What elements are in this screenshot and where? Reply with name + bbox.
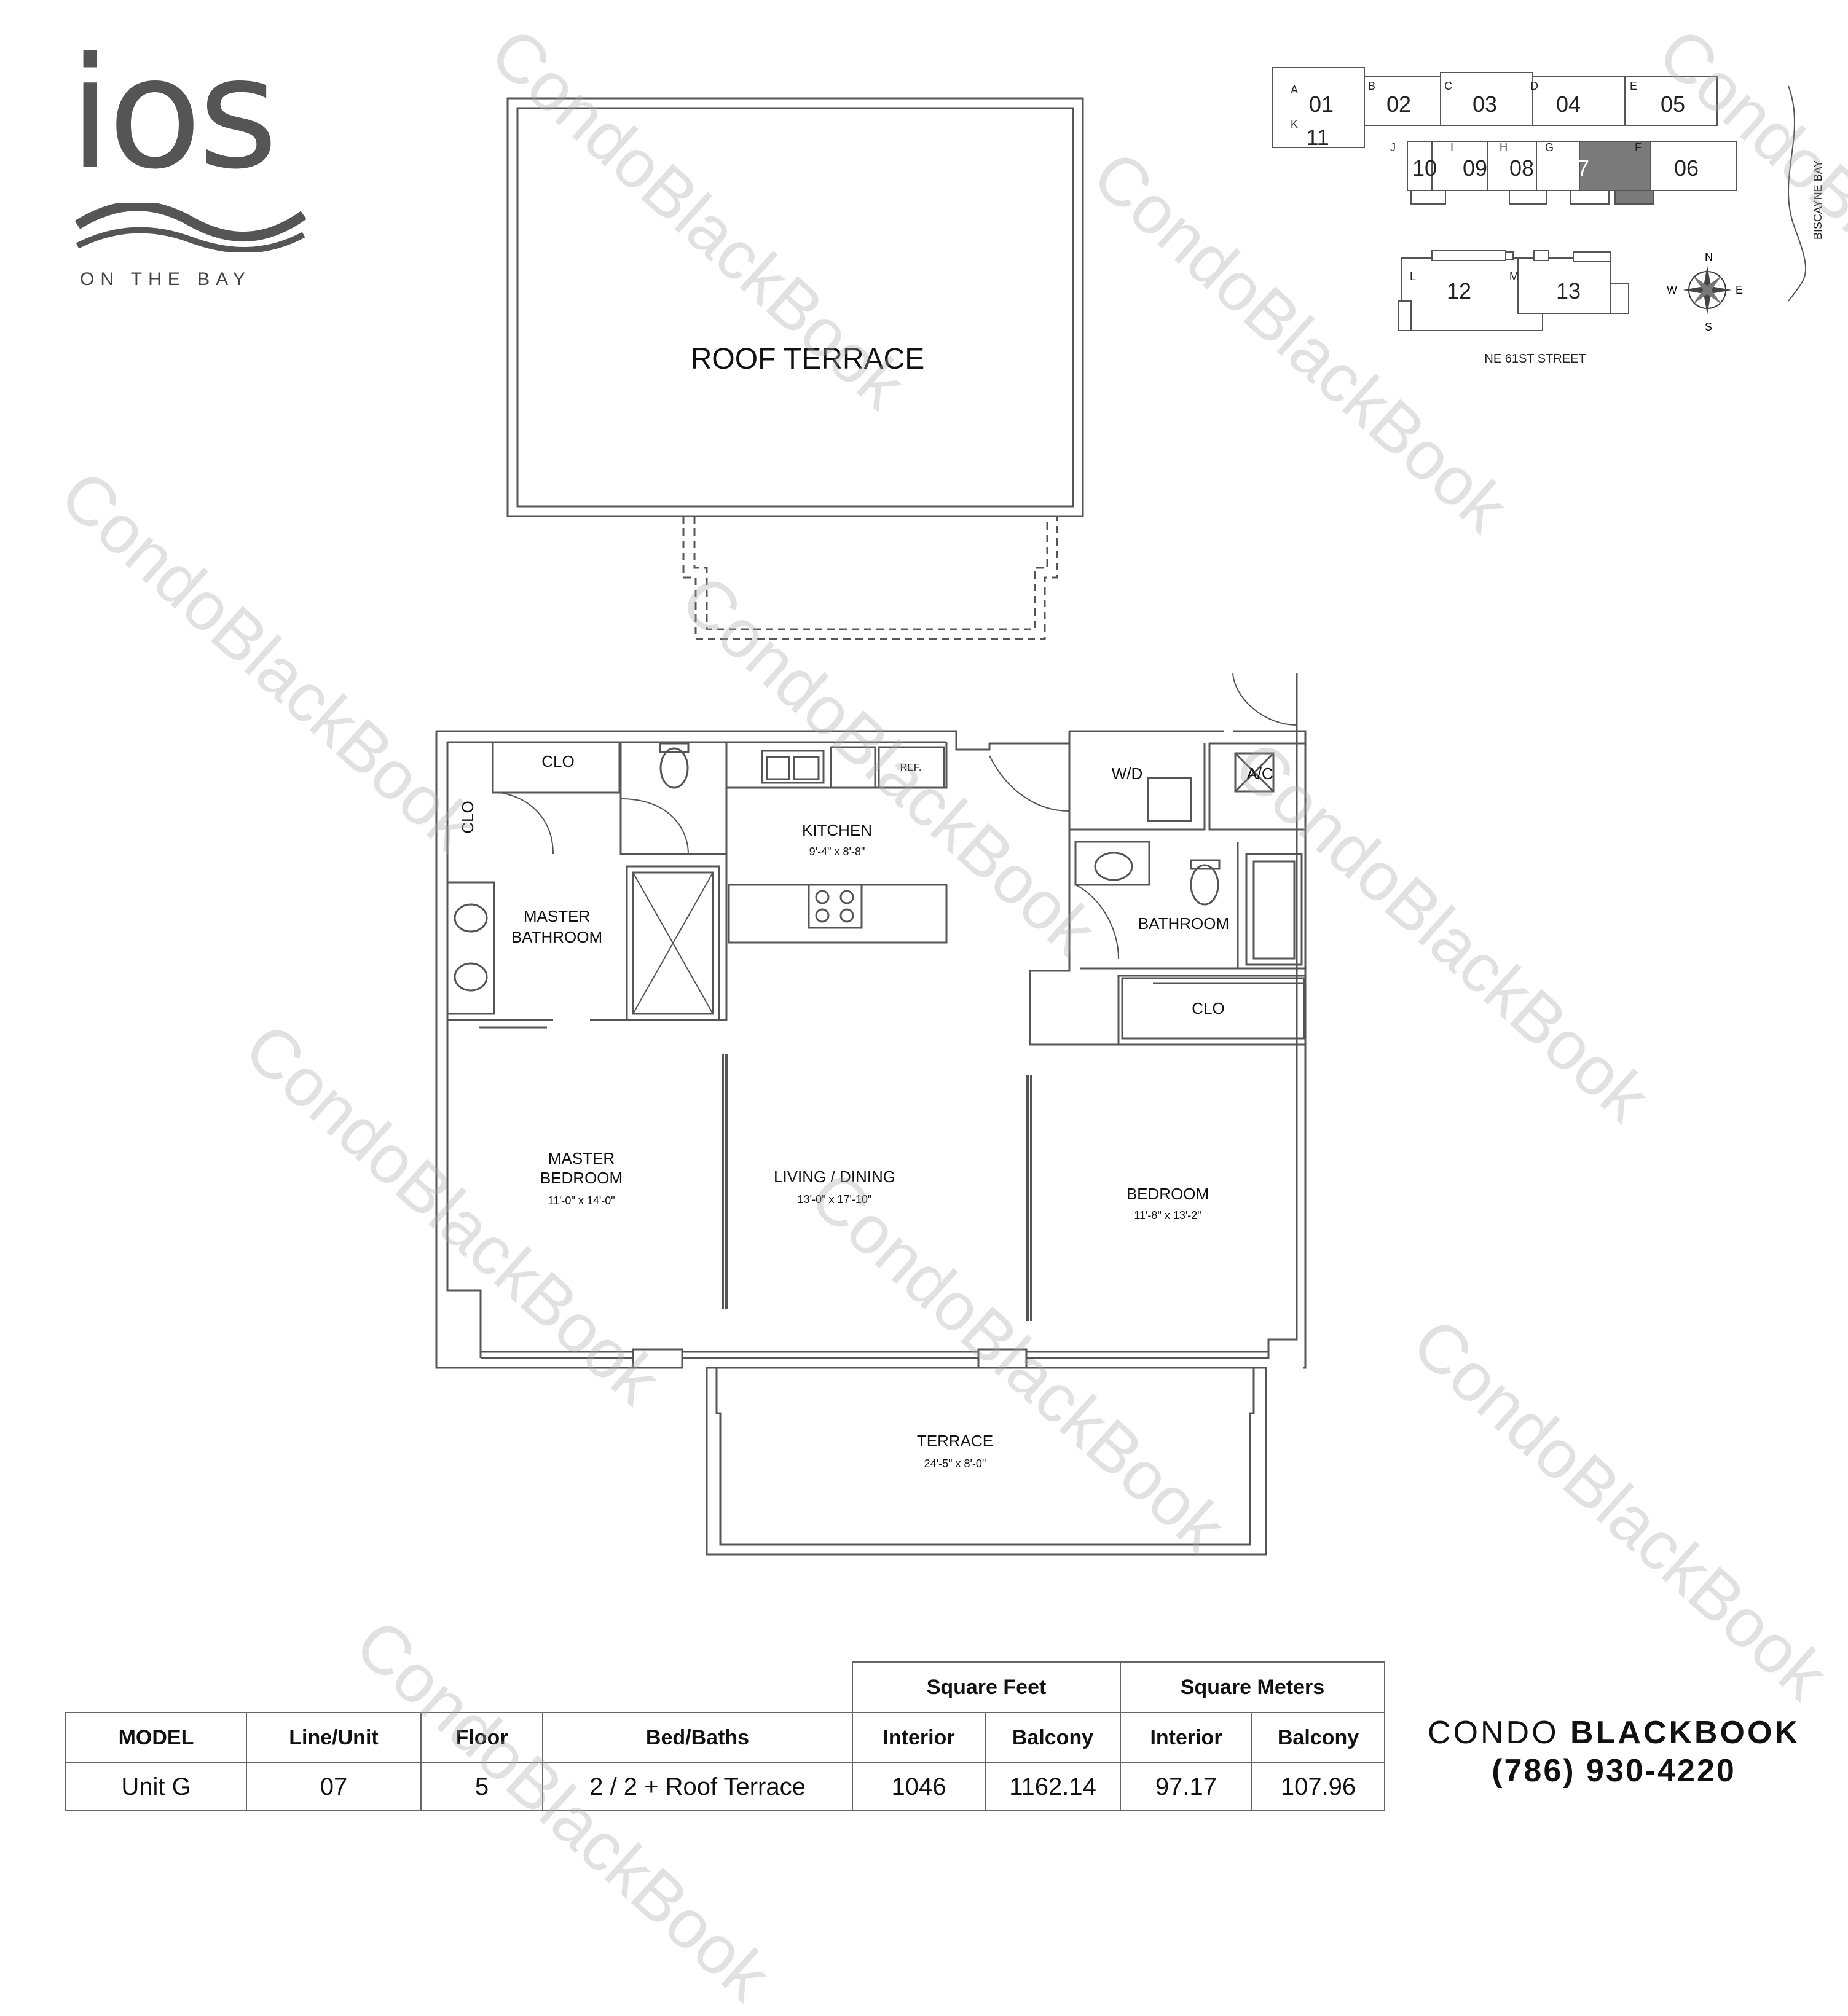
terrace-dim: 24'-5" x 8'-0" <box>924 1457 986 1470</box>
unit-11: 11 <box>1306 125 1329 150</box>
terrace-label: TERRACE <box>917 1432 993 1450</box>
header-sqft-balcony: Balcony <box>985 1712 1121 1763</box>
floor-plan: ROOF TERRACE CLO CLO MASTER BATHROOM KIT… <box>435 97 1307 1556</box>
value-floor: 5 <box>420 1762 543 1811</box>
svg-text:G: G <box>1545 141 1554 154</box>
compass-icon: N S E W <box>1667 251 1743 333</box>
svg-text:B: B <box>1368 80 1375 92</box>
living-label: LIVING / DINING <box>774 1167 895 1186</box>
unit-09: 09 <box>1463 155 1487 181</box>
site-key-plan: 01 02 03 04 05 11 10 09 08 07 06 12 13 A… <box>1272 67 1824 366</box>
unit-stats-table: Square Feet Square Meters MODEL Line/Uni… <box>65 1661 1385 1811</box>
unit-10: 10 <box>1412 155 1437 181</box>
header-sqm-balcony: Balcony <box>1251 1712 1385 1763</box>
unit-08: 08 <box>1509 155 1534 181</box>
clo-side-label: CLO <box>458 801 477 833</box>
svg-text:M: M <box>1509 270 1519 283</box>
svg-text:E: E <box>1630 80 1637 92</box>
condo-blackbook-brand: CONDO BLACKBOOK (786) 930-4220 <box>1411 1714 1817 1789</box>
value-line-unit: 07 <box>246 1762 422 1811</box>
svg-text:N: N <box>1705 251 1713 263</box>
master-bath-label: MASTER <box>524 907 590 925</box>
logo-wave-icon <box>74 203 307 252</box>
unit-06: 06 <box>1674 155 1699 181</box>
unit-01: 01 <box>1309 92 1334 117</box>
ac-label: A/C <box>1246 764 1273 783</box>
clo-label: CLO <box>541 752 574 771</box>
svg-text:S: S <box>1705 321 1712 333</box>
bedroom-dim: 11'-8" x 13'-2" <box>1134 1209 1201 1222</box>
brand-name: CONDO BLACKBOOK <box>1428 1715 1800 1751</box>
header-floor: Floor <box>420 1712 543 1763</box>
svg-text:K: K <box>1291 118 1298 130</box>
bathroom-label: BATHROOM <box>1138 914 1229 933</box>
master-bedroom-label-2: BEDROOM <box>540 1169 623 1187</box>
svg-text:W: W <box>1667 284 1677 296</box>
header-sqft-interior: Interior <box>852 1712 986 1763</box>
kitchen-label: KITCHEN <box>802 821 872 839</box>
unit-04: 04 <box>1556 92 1581 117</box>
master-bath-label-2: BATHROOM <box>511 928 602 946</box>
svg-text:C: C <box>1444 80 1452 92</box>
logo-wordmark: ios <box>69 24 278 203</box>
master-bedroom-dim: 11'-0" x 14'-0" <box>548 1194 615 1207</box>
bedroom-label: BEDROOM <box>1126 1185 1209 1203</box>
header-bed-baths: Bed/Baths <box>542 1712 853 1763</box>
sqft-group-header: Square Feet <box>852 1661 1121 1713</box>
header-line-unit: Line/Unit <box>246 1712 422 1763</box>
svg-text:H: H <box>1500 141 1508 154</box>
unit-03: 03 <box>1473 92 1497 117</box>
unit-12: 12 <box>1447 278 1471 304</box>
logo-subtitle: ON THE BAY <box>80 269 251 289</box>
bay-label: BISCAYNE BAY <box>1812 160 1824 240</box>
value-sqft-interior: 1046 <box>852 1762 986 1811</box>
unit-05: 05 <box>1661 92 1685 117</box>
sqm-group-header: Square Meters <box>1120 1661 1385 1713</box>
svg-text:D: D <box>1530 80 1538 92</box>
value-sqm-interior: 97.17 <box>1120 1762 1252 1811</box>
svg-text:F: F <box>1635 141 1642 154</box>
ref-label: REF. <box>900 763 922 773</box>
unit-13: 13 <box>1556 278 1581 304</box>
unit-02: 02 <box>1386 92 1411 117</box>
roof-terrace-label: ROOF TERRACE <box>691 343 924 375</box>
value-sqm-balcony: 107.96 <box>1251 1762 1385 1811</box>
clo-right-label: CLO <box>1192 999 1224 1018</box>
value-sqft-balcony: 1162.14 <box>985 1762 1121 1811</box>
value-bed-baths: 2 / 2 + Roof Terrace <box>542 1762 853 1811</box>
header-model: MODEL <box>65 1712 247 1763</box>
kitchen-dim: 9'-4" x 8'-8" <box>809 845 865 858</box>
wd-label: W/D <box>1112 764 1143 783</box>
living-dim: 13'-0" x 17'-10" <box>798 1193 872 1206</box>
header-sqm-interior: Interior <box>1120 1712 1252 1763</box>
svg-text:I: I <box>1450 141 1453 154</box>
svg-text:J: J <box>1390 141 1396 154</box>
master-bedroom-label: MASTER <box>548 1149 615 1167</box>
unit-07: 07 <box>1565 155 1589 181</box>
value-model: Unit G <box>65 1762 247 1811</box>
street-label: NE 61ST STREET <box>1484 352 1586 366</box>
svg-text:L: L <box>1410 270 1416 283</box>
svg-text:E: E <box>1736 284 1743 296</box>
brand-phone[interactable]: (786) 930-4220 <box>1492 1753 1736 1789</box>
svg-text:A: A <box>1291 84 1298 96</box>
